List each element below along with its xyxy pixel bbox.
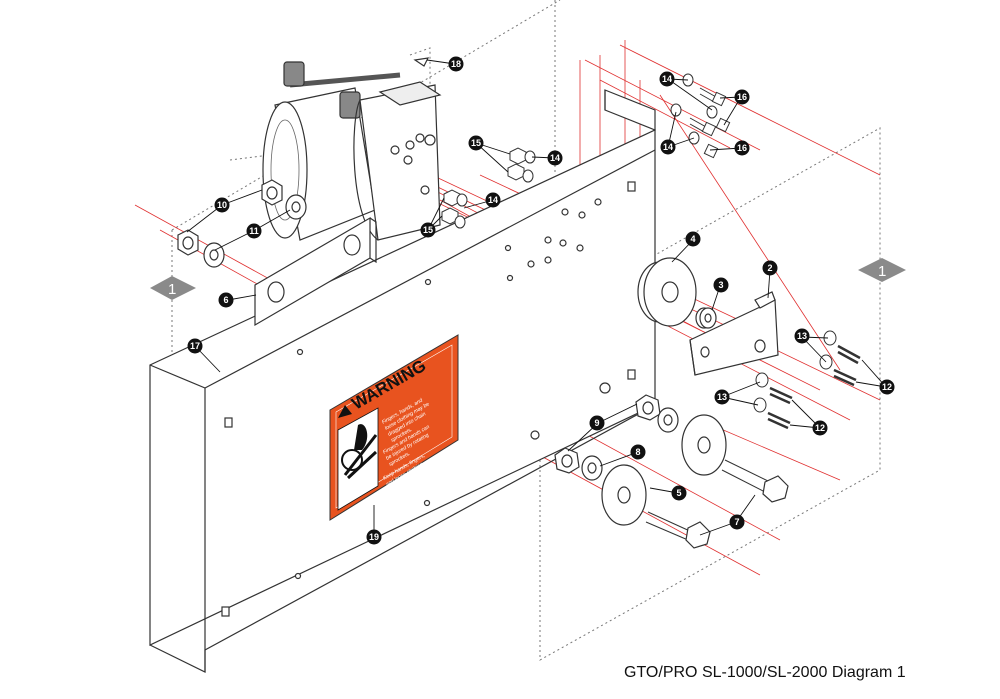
callout-4: 4 <box>685 231 701 247</box>
svg-text:7: 7 <box>734 517 739 527</box>
key-part-18 <box>413 57 430 67</box>
callout-7: 7 <box>729 514 745 530</box>
callout-15: 15 <box>468 135 484 151</box>
lower-hardware <box>554 394 789 549</box>
callout-14: 14 <box>485 192 501 208</box>
callout-13: 13 <box>714 389 730 405</box>
diagram-caption: GTO/PRO SL-1000/SL-2000 Diagram 1 <box>624 664 906 681</box>
callout-5: 5 <box>671 485 687 501</box>
callout-18: 18 <box>448 56 464 72</box>
callout-14: 14 <box>659 71 675 87</box>
hand-pictogram-icon <box>354 424 368 450</box>
callout-16: 16 <box>734 140 750 156</box>
svg-text:8: 8 <box>635 447 640 457</box>
callout-16: 16 <box>734 89 750 105</box>
svg-text:9: 9 <box>594 418 599 428</box>
svg-text:16: 16 <box>737 143 747 153</box>
reference-marker-label: 1 <box>878 263 886 280</box>
angle-bracket-2 <box>689 291 779 376</box>
reference-marker-label: 1 <box>168 281 176 298</box>
svg-text:19: 19 <box>369 532 379 542</box>
svg-text:13: 13 <box>717 392 727 402</box>
callout-11: 11 <box>246 223 262 239</box>
svg-text:6: 6 <box>223 295 228 305</box>
callout-bubbles: 2 3 4 5 6 7 8 9 10 11 12 12 13 13 14 14 … <box>187 56 895 545</box>
small-hardware-center <box>441 147 536 229</box>
callout-14: 14 <box>660 139 676 155</box>
svg-text:4: 4 <box>690 234 695 244</box>
callout-12: 12 <box>879 379 895 395</box>
svg-text:13: 13 <box>797 331 807 341</box>
callout-3: 3 <box>713 277 729 293</box>
callout-15: 15 <box>420 222 436 238</box>
warning-triangle-icon <box>338 405 352 418</box>
svg-text:15: 15 <box>471 138 481 148</box>
svg-text:14: 14 <box>663 142 673 152</box>
bolts-top-right <box>670 73 731 159</box>
nuts-washers-left <box>177 179 307 268</box>
callout-8: 8 <box>630 444 646 460</box>
svg-text:15: 15 <box>423 225 433 235</box>
svg-text:16: 16 <box>737 92 747 102</box>
svg-text:17: 17 <box>190 341 200 351</box>
callout-9: 9 <box>589 415 605 431</box>
sprocket-4 <box>637 257 697 327</box>
svg-text:18: 18 <box>451 59 461 69</box>
svg-text:5: 5 <box>676 488 681 498</box>
svg-text:14: 14 <box>662 74 672 84</box>
callout-2: 2 <box>762 260 778 276</box>
svg-text:10: 10 <box>217 200 227 210</box>
svg-text:12: 12 <box>882 382 892 392</box>
callout-13: 13 <box>794 328 810 344</box>
svg-text:2: 2 <box>767 263 772 273</box>
callout-17: 17 <box>187 338 203 354</box>
reference-marker-right: 1 <box>858 258 906 282</box>
svg-text:11: 11 <box>249 226 259 236</box>
callout-12: 12 <box>812 420 828 436</box>
svg-text:14: 14 <box>550 153 560 163</box>
callout-19: 19 <box>366 529 382 545</box>
bolts-right <box>753 330 861 430</box>
reference-marker-left: 1 <box>150 276 196 300</box>
callout-6: 6 <box>218 292 234 308</box>
svg-text:3: 3 <box>718 280 723 290</box>
bushing-3 <box>695 307 717 329</box>
mount-bar-6 <box>254 216 377 327</box>
sprocket-pictogram-icon <box>341 449 363 471</box>
svg-text:12: 12 <box>815 423 825 433</box>
callout-10: 10 <box>214 197 230 213</box>
callout-14: 14 <box>547 150 563 166</box>
svg-text:14: 14 <box>488 195 498 205</box>
